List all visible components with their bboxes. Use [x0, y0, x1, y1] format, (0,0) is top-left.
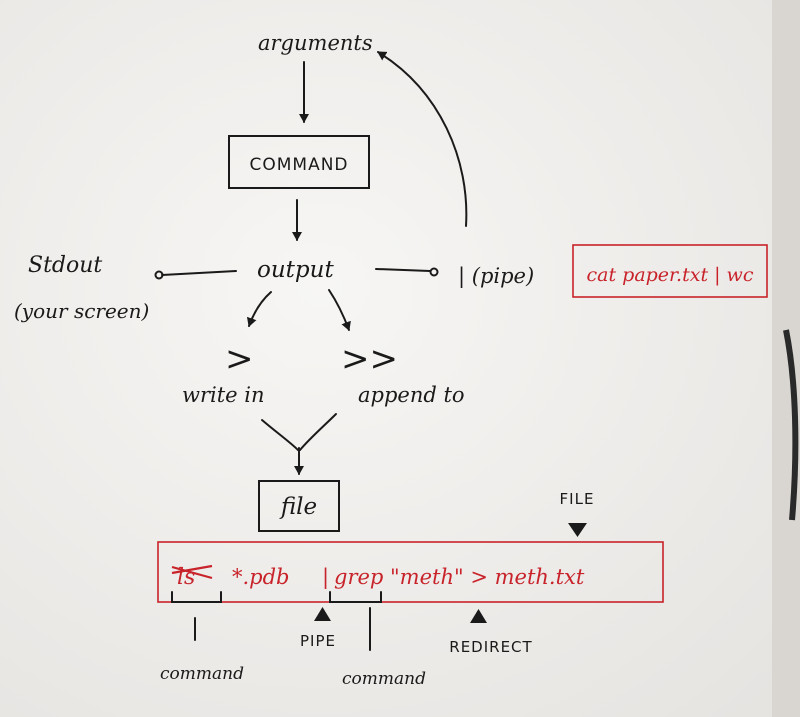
write-label: write in — [182, 383, 265, 407]
file-annotation-pointer — [568, 523, 587, 537]
arrow-output-to-append — [328, 289, 351, 331]
output-label: output — [257, 257, 334, 283]
arrow-append-to-file — [299, 413, 337, 451]
pipe-label: | (pipe) — [458, 264, 534, 289]
arrow-output-to-pipe — [375, 268, 431, 272]
strike-through — [171, 564, 213, 575]
arrow-write-to-file — [261, 419, 299, 451]
file-annotation: FILE — [560, 490, 595, 508]
stdout-label: Stdout — [28, 253, 102, 278]
pipe-example-box — [572, 244, 768, 298]
pipe-annotation: PIPE — [300, 632, 336, 650]
stdout-note: (your screen) — [14, 299, 149, 323]
arguments-label: arguments — [258, 31, 373, 55]
write-symbol: > — [225, 339, 254, 379]
pipe-endpoint — [429, 267, 439, 277]
pipe-annotation-pointer — [314, 607, 331, 621]
command-annotation-1: command — [160, 664, 244, 684]
arrow-output-to-stdout — [161, 270, 237, 276]
file-label: file — [279, 494, 317, 520]
redirect-annotation-pointer — [470, 609, 487, 623]
redirect-example-part1: *.pdb — [232, 565, 290, 589]
binder-edge — [783, 329, 799, 521]
append-label: append to — [358, 383, 465, 407]
redirect-annotation: REDIRECT — [449, 638, 532, 656]
redirect-example-part2: grep "meth" > meth.txt — [334, 565, 585, 589]
command-bracket-2 — [329, 591, 382, 603]
pipe-example-text: cat paper.txt | wc — [587, 264, 754, 286]
command-box — [228, 135, 370, 189]
redirect-example-box — [157, 541, 664, 603]
append-symbol: >> — [341, 339, 398, 379]
file-box — [258, 480, 340, 532]
command-label: COMMAND — [249, 155, 348, 175]
command-bracket-1 — [171, 591, 222, 603]
arrow-pipe-to-arguments — [377, 51, 468, 227]
arrow-output-to-write — [246, 291, 272, 327]
page-edge-shadow — [772, 0, 800, 717]
strike-through-2 — [171, 565, 213, 580]
stdout-endpoint — [154, 270, 164, 280]
redirect-example-separator: | — [322, 565, 329, 590]
command-annotation-2: command — [342, 669, 426, 689]
